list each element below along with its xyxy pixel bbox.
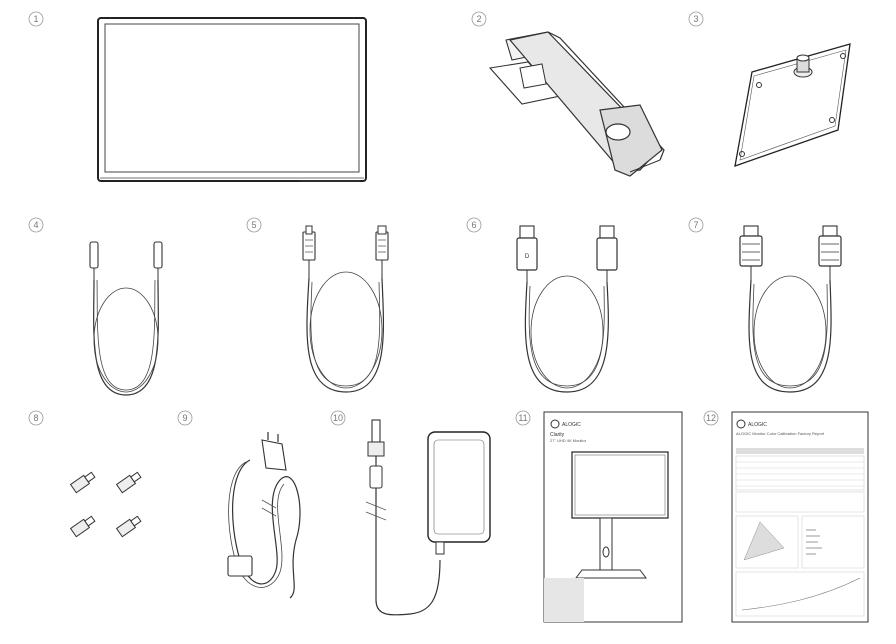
report-brand: ALOGIC — [748, 422, 767, 428]
item-number-1-text: 1 — [33, 14, 38, 24]
stand-arm-illustration — [488, 31, 665, 177]
item-number-11: 11 — [515, 410, 531, 426]
item-number-5: 5 — [246, 217, 262, 233]
item-number-11-text: 11 — [518, 413, 527, 423]
item-number-5-text: 5 — [251, 220, 256, 230]
item-number-12-text: 12 — [706, 413, 716, 423]
monitor-panel-illustration — [97, 17, 367, 182]
item-number-4-text: 4 — [33, 220, 38, 230]
item-number-2-text: 2 — [476, 14, 481, 24]
guide-monitor-drawing — [571, 451, 669, 519]
displayport-cable-illustration: D — [516, 225, 618, 393]
item-number-9-text: 9 — [182, 413, 187, 423]
item-number-1: 1 — [28, 11, 44, 27]
item-number-10-text: 10 — [333, 413, 343, 423]
item-number-3: 3 — [688, 11, 704, 27]
dp-logo-icon: D — [525, 254, 530, 260]
power-adapter-illustration — [365, 419, 491, 616]
report-title: ALOGIC Monitor Color Calibration Factory… — [736, 431, 825, 436]
item-number-8: 8 — [28, 410, 44, 426]
item-number-6-text: 6 — [471, 220, 476, 230]
item-number-7: 7 — [688, 217, 704, 233]
hdmi-cable-illustration — [739, 225, 842, 393]
item-number-12: 12 — [703, 410, 719, 426]
standoff-screws-illustration — [69, 471, 142, 538]
item-number-3-text: 3 — [693, 14, 698, 24]
stand-base-illustration — [734, 43, 851, 167]
guide-title: Clarity — [550, 432, 565, 438]
item-number-2: 2 — [471, 11, 487, 27]
calibration-report-illustration: ALOGIC ALOGIC Monitor Color Calibration … — [731, 411, 869, 623]
usb-a-b-cable-illustration — [302, 225, 389, 393]
alogic-logo-icon — [550, 419, 560, 429]
item-number-8-text: 8 — [33, 413, 38, 423]
item-number-10: 10 — [330, 410, 346, 426]
delta-e-chart — [801, 515, 865, 569]
usb-c-cable-illustration — [89, 241, 163, 396]
quick-start-guide-illustration: ALOGIC Clarity 27" UHD 4K Monitor — [543, 411, 683, 623]
guide-subtitle: 27" UHD 4K Monitor — [550, 438, 587, 443]
gamut-chart — [735, 515, 799, 569]
power-cord-illustration — [227, 432, 301, 599]
item-number-7-text: 7 — [693, 220, 698, 230]
report-logo-icon — [736, 419, 746, 429]
item-number-6: 6 — [466, 217, 482, 233]
guide-brand: ALOGIC — [562, 422, 581, 428]
item-number-9: 9 — [177, 410, 193, 426]
gamma-chart — [735, 571, 865, 617]
item-number-4: 4 — [28, 217, 44, 233]
